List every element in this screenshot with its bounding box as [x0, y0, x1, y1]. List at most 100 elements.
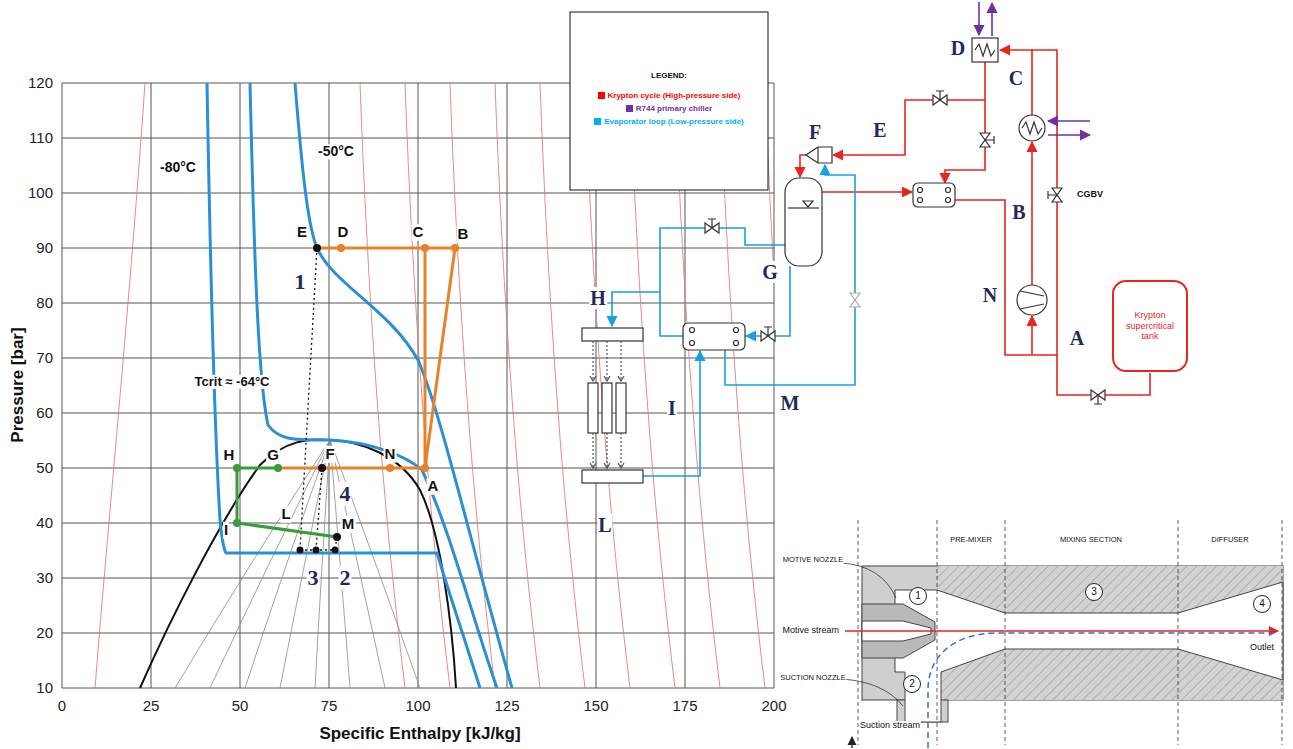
evaporator-header	[582, 328, 643, 341]
callout-circle: 1	[909, 587, 927, 605]
state-point-label: I	[223, 522, 229, 539]
stream-letter: G	[761, 261, 779, 283]
section-label: PRE-MIXER	[949, 536, 993, 544]
valve-symbol	[1091, 390, 1105, 404]
state-point	[337, 244, 345, 252]
section-label: MOTIVE NOZZLE	[782, 556, 844, 564]
stream-label: Outlet	[1249, 643, 1275, 653]
pipe	[660, 292, 683, 336]
port-symbol	[918, 198, 923, 203]
pipe	[1031, 142, 1033, 285]
valve-symbol	[933, 91, 947, 105]
heat-exchanger-symbol	[975, 44, 995, 56]
pipe	[822, 191, 912, 193]
state-point	[451, 244, 459, 252]
liquid-level	[788, 207, 819, 208]
node-label: 4	[1259, 599, 1265, 609]
pipe	[612, 292, 660, 326]
internal-heat-exchanger	[683, 323, 745, 350]
flow-channel	[895, 582, 1283, 722]
axis-tick: 80	[35, 295, 54, 312]
isotherm-critical	[250, 83, 497, 688]
port-symbol	[690, 328, 695, 333]
port-symbol	[734, 328, 739, 333]
axis-tick: 120	[27, 75, 54, 92]
state-point	[233, 464, 241, 472]
section-label: SUCTION NOZZLE	[779, 674, 846, 682]
axis-tick: 50	[231, 698, 250, 715]
state-point-label: B	[457, 226, 470, 243]
legend-box	[570, 12, 768, 190]
state-point	[421, 244, 429, 252]
isotherm-label: -50°C	[317, 144, 355, 159]
callout-circle: 2	[903, 675, 921, 693]
axis-tick: 50	[35, 460, 54, 477]
separator-vessel	[785, 178, 822, 266]
suction-stream-line	[928, 633, 1275, 748]
heat-exchanger-symbol	[972, 38, 998, 62]
isotherm-minus50	[295, 83, 512, 688]
port-symbol	[690, 341, 695, 346]
flow-arrows	[593, 341, 621, 467]
port-symbol	[946, 188, 951, 193]
compressor-symbol	[1017, 285, 1047, 315]
pipe	[833, 100, 985, 155]
quality-group	[175, 440, 420, 688]
callout-number: 3	[307, 566, 320, 590]
valve-symbol	[1048, 188, 1062, 202]
motive-stream-line	[845, 630, 1278, 632]
state-point	[297, 547, 304, 554]
stream-letter: D	[950, 37, 966, 59]
state-point-label: H	[223, 447, 236, 464]
pipe	[800, 155, 806, 177]
flow-arrows	[590, 376, 624, 468]
stream-letter: A	[1069, 327, 1085, 349]
port-symbol	[946, 198, 951, 203]
chiller-arrow	[1048, 134, 1090, 136]
ejector-panel	[786, 515, 1293, 749]
valve-symbol	[761, 327, 775, 341]
stream-letter: H	[589, 287, 607, 309]
legend-swatch	[598, 92, 605, 99]
axis-tick: 150	[582, 698, 609, 715]
isotherm-label: -80°C	[159, 160, 197, 175]
legend-swatch	[594, 118, 601, 125]
axis-tick: 20	[35, 625, 54, 642]
compressor-symbol	[1020, 291, 1044, 309]
storage-tank: Krypton supercritical tank	[1112, 280, 1188, 372]
stream-letter: N	[982, 284, 998, 306]
axis-tick: 60	[35, 405, 54, 422]
evaporator-piping	[612, 165, 855, 476]
legend-text: Krypton cycle (High-pressure side)	[608, 91, 741, 100]
chiller-arrow	[1048, 120, 1090, 122]
axis-tick: 125	[493, 698, 520, 715]
pipe	[945, 62, 985, 183]
state-point	[332, 547, 339, 554]
node-label: 3	[1091, 587, 1097, 597]
pipe	[1000, 50, 1032, 115]
state-point-label: D	[337, 224, 350, 241]
axis-tick: 175	[671, 698, 698, 715]
stream-letter: E	[872, 119, 887, 141]
stream-label: Motive stream	[781, 626, 840, 636]
callout-number: 2	[339, 566, 352, 590]
state-point	[386, 464, 394, 472]
gas-cooler-symbol	[1019, 115, 1045, 141]
axis-tick: 10	[35, 680, 54, 697]
valve-label: CGBV	[1076, 190, 1104, 200]
liquid-level	[803, 201, 813, 207]
pipe	[643, 351, 700, 476]
axis-tick: 0	[57, 698, 67, 715]
axis-tick: 90	[35, 240, 54, 257]
stream-letter: B	[1011, 201, 1026, 223]
components	[582, 38, 1105, 483]
evaporator-cycle-path	[237, 468, 337, 537]
stream-letter: L	[597, 514, 612, 536]
legend-swatch	[626, 105, 633, 112]
stream-label: Suction stream	[859, 721, 921, 731]
pipe	[725, 165, 855, 385]
state-point	[318, 464, 326, 472]
state-point-label: C	[412, 224, 425, 241]
valve-symbol	[705, 219, 719, 233]
internal-heat-exchanger	[913, 183, 955, 207]
